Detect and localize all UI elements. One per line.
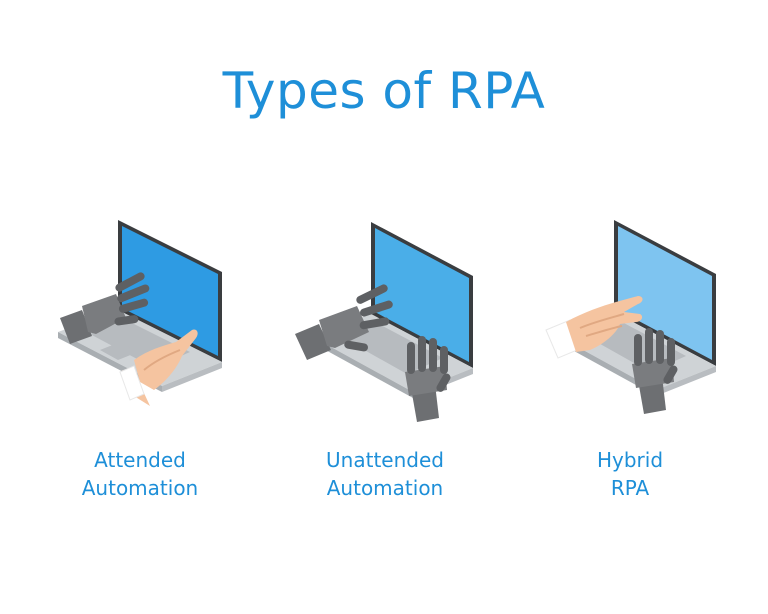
rpa-type-label-line1: Unattended	[326, 448, 444, 472]
rpa-type-label-line1: Attended	[94, 448, 186, 472]
human-hand-icon	[545, 296, 643, 359]
robot-hand-upright-icon	[405, 336, 451, 422]
rpa-type-label-line2: Automation	[326, 476, 444, 500]
laptop-icon	[311, 222, 473, 398]
rpa-type-label: Hybrid RPA	[520, 446, 740, 502]
rpa-type-unattended: Unattended Automation	[275, 210, 495, 510]
human-hand-icon	[119, 329, 198, 406]
page-title: Types of RPA	[222, 62, 546, 120]
rpa-type-hybrid: Hybrid RPA	[520, 210, 740, 510]
unattended-laptop-illustration	[295, 222, 473, 422]
rpa-type-label: Unattended Automation	[275, 446, 495, 502]
rpa-type-attended: Attended Automation	[30, 210, 250, 510]
attended-laptop-illustration	[58, 220, 222, 406]
rpa-type-label-line2: Automation	[81, 476, 199, 500]
rpa-type-label-line2: RPA	[610, 476, 650, 500]
hybrid-laptop-illustration	[545, 220, 716, 414]
robot-hand-icon	[295, 284, 393, 360]
rpa-type-label-line1: Hybrid	[596, 448, 664, 472]
rpa-type-label: Attended Automation	[30, 446, 250, 502]
robot-hand-icon	[60, 272, 150, 344]
robot-hand-upright-icon	[632, 328, 678, 414]
